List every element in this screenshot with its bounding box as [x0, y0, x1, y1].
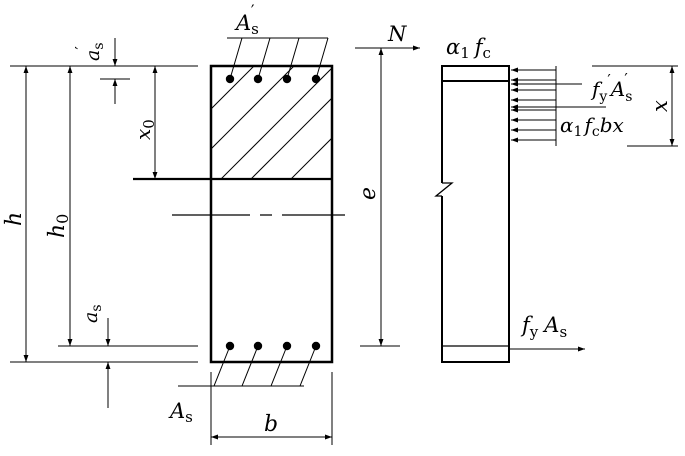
label-h: h: [2, 212, 27, 226]
label-x: x: [648, 100, 672, 112]
elevation-outline-top: [441, 65, 510, 363]
label-N: N: [387, 22, 407, 46]
label-As: As: [168, 399, 193, 426]
label-e: e: [356, 187, 381, 200]
label-as-prime: as′: [72, 42, 107, 61]
cross-section: [10, 37, 345, 445]
bottom-rebar-leaders: [178, 345, 317, 387]
label-h0: h0: [45, 214, 72, 238]
compression-zone-hatch: [211, 66, 332, 179]
label-b: b: [264, 412, 278, 437]
x-dimension: [592, 65, 678, 147]
eccentricity-dimension: [355, 45, 420, 347]
label-x0: x0: [131, 119, 158, 140]
stress-block: [511, 66, 606, 146]
label-fy-prime-As-prime: fy′As′: [590, 70, 632, 105]
section-outline: [209, 64, 334, 364]
label-As-prime: As′: [234, 1, 259, 38]
top-rebars: [225, 74, 321, 84]
top-rebar-leaders: [227, 37, 329, 80]
bottom-rebars: [225, 341, 321, 351]
break-mark: [434, 182, 454, 197]
label-as: as: [80, 304, 105, 323]
elevation-view: [434, 65, 510, 363]
extension-lines: [10, 65, 333, 445]
